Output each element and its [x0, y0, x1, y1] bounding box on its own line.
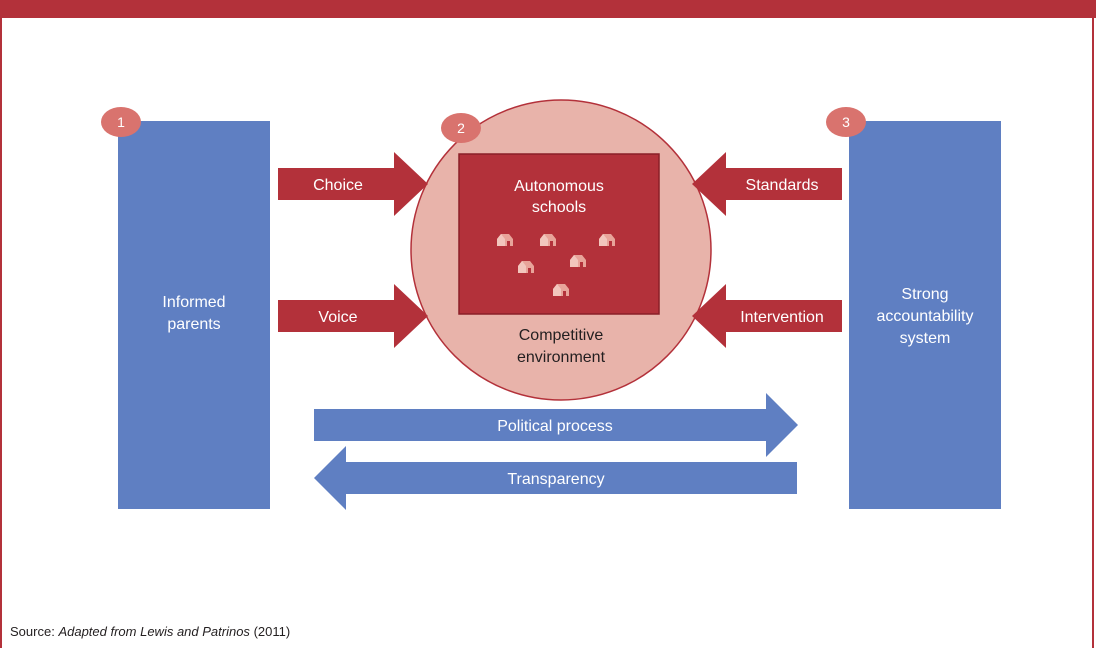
- voice-label: Voice: [318, 309, 357, 326]
- informed-parents-label-line2: parents: [167, 316, 220, 333]
- accountability-label-line2: accountability: [877, 308, 974, 325]
- autonomous-schools-box: Autonomous schools: [458, 153, 660, 315]
- header-bar: [0, 0, 1096, 18]
- badge-2-number: 2: [457, 120, 465, 136]
- standards-arrow: Standards: [692, 152, 842, 216]
- informed-parents-pillar: Informed parents: [118, 121, 270, 509]
- badge-2: 2: [441, 113, 481, 143]
- voice-arrow: Voice: [278, 284, 428, 348]
- frame-border-left: [0, 18, 2, 648]
- badge-3-number: 3: [842, 114, 850, 130]
- badge-1-number: 1: [117, 114, 125, 130]
- autonomous-schools-label-line1: Autonomous: [514, 178, 604, 195]
- transparency-label: Transparency: [507, 471, 604, 488]
- intervention-label: Intervention: [740, 309, 824, 326]
- choice-label: Choice: [313, 177, 363, 194]
- badge-1: 1: [101, 107, 141, 137]
- standards-label: Standards: [746, 177, 819, 194]
- informed-parents-label-line1: Informed: [162, 294, 225, 311]
- autonomous-schools-label-line2: schools: [532, 199, 586, 216]
- competitive-environment-label-line2: environment: [517, 349, 606, 366]
- intervention-arrow: Intervention: [692, 284, 842, 348]
- political-process-arrow: Political process: [314, 393, 798, 457]
- strong-accountability-pillar: Strong accountability system: [849, 121, 1001, 509]
- source-note: Source: Adapted from Lewis and Patrinos …: [10, 624, 290, 639]
- accountability-label-line3: system: [900, 330, 951, 347]
- political-process-label: Political process: [497, 418, 613, 435]
- source-label: Source:: [10, 624, 55, 639]
- accountability-label-line1: Strong: [901, 286, 948, 303]
- transparency-arrow: Transparency: [314, 446, 797, 510]
- source-year: (2011): [253, 624, 291, 639]
- choice-arrow: Choice: [278, 152, 428, 216]
- competitive-environment-label-line1: Competitive: [519, 327, 604, 344]
- source-citation: Adapted from Lewis and Patrinos: [58, 624, 250, 639]
- badge-3: 3: [826, 107, 866, 137]
- frame-border-right: [1092, 18, 1094, 648]
